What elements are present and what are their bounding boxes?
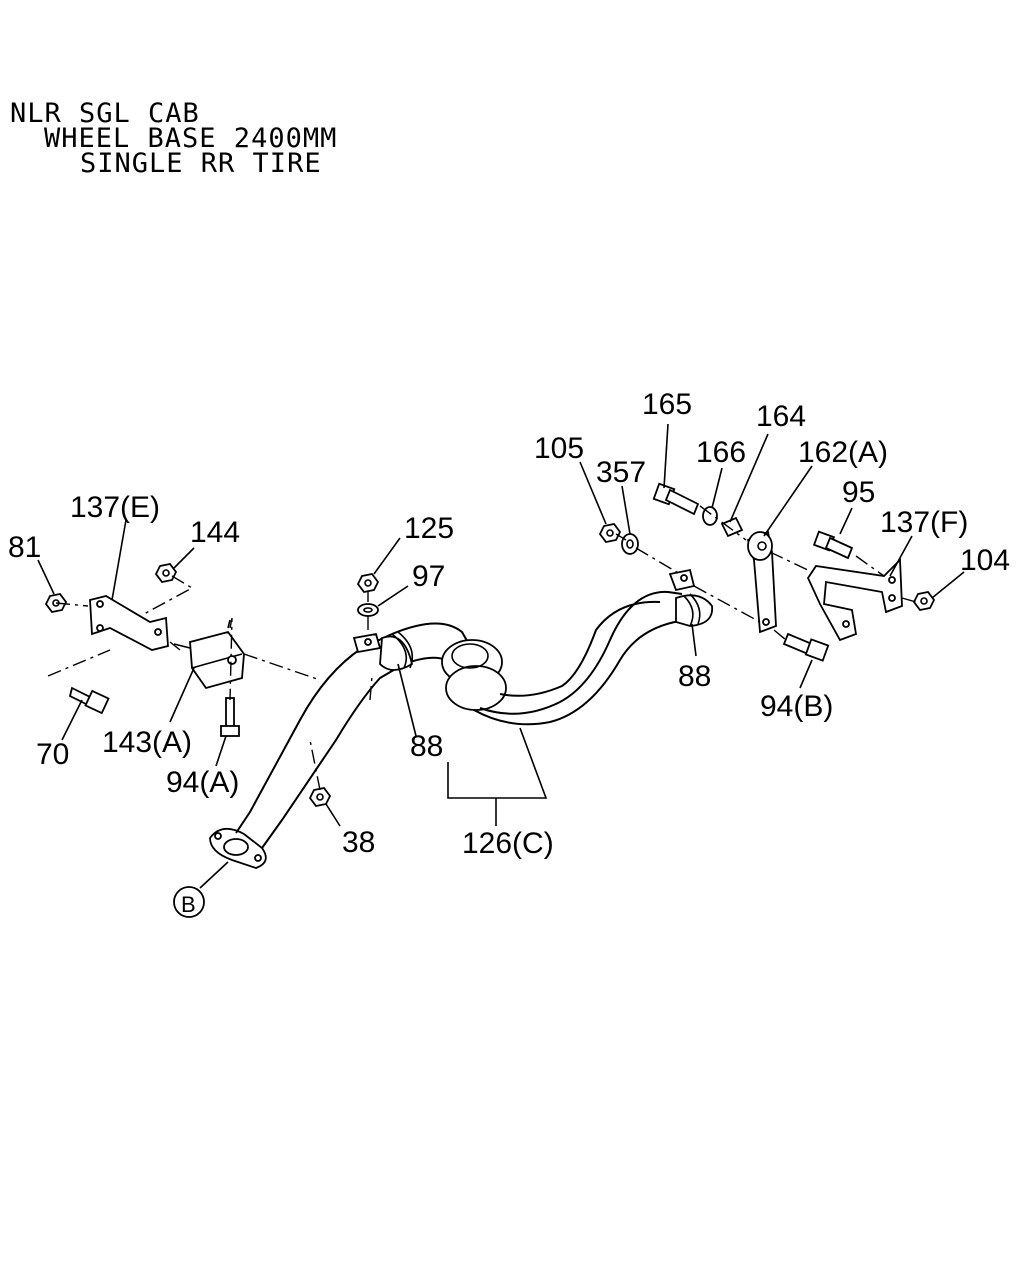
collar-164 [720,516,744,538]
leader-lines [37,423,965,889]
view-marker-b: B [181,892,196,917]
hanger-162a [746,530,777,634]
label-97: 97 [412,560,445,593]
label-94b: 94(B) [760,690,833,723]
label-137f: 137(F) [880,506,968,539]
bracket-137f [806,557,903,642]
label-137e: 137(E) [70,491,160,524]
label-125: 125 [404,512,454,545]
washer-357 [621,533,639,555]
bolt-94a [220,697,240,737]
nut-104 [912,591,936,611]
bolt-70 [68,686,110,715]
bolt-165 [652,482,700,516]
bracket-137e [89,595,169,651]
bolt-94b [782,632,830,662]
label-165: 165 [642,388,692,421]
view-marker-b-circle [173,886,205,918]
nut-38 [308,787,332,807]
label-126c: 126(C) [462,827,554,860]
label-38: 38 [342,826,375,859]
label-166: 166 [696,436,746,469]
label-88-front: 88 [410,730,443,763]
label-143a: 143(A) [102,726,192,759]
label-88-rear: 88 [678,660,711,693]
header-line-3: SINGLE RR TIRE [80,148,322,179]
bolt-95 [812,530,854,560]
label-162a: 162(A) [798,436,888,469]
label-104: 104 [960,544,1010,577]
label-95: 95 [842,476,875,509]
header-line-1: NLR SGL CAB [10,98,200,129]
nut-125 [356,573,380,593]
nut-144 [154,563,178,583]
label-164: 164 [756,400,806,433]
washer-97 [357,603,379,617]
rubber-mount-143a [173,619,245,690]
label-105: 105 [534,432,584,465]
label-357: 357 [596,456,646,489]
label-94a: 94(A) [166,766,239,799]
label-81: 81 [8,531,41,564]
header-line-2: WHEEL BASE 2400MM [44,123,337,154]
label-70: 70 [36,738,69,771]
exhaust-pipe [209,568,713,869]
nut-105 [598,523,622,543]
label-144: 144 [190,516,240,549]
assembly-lines [47,505,917,791]
